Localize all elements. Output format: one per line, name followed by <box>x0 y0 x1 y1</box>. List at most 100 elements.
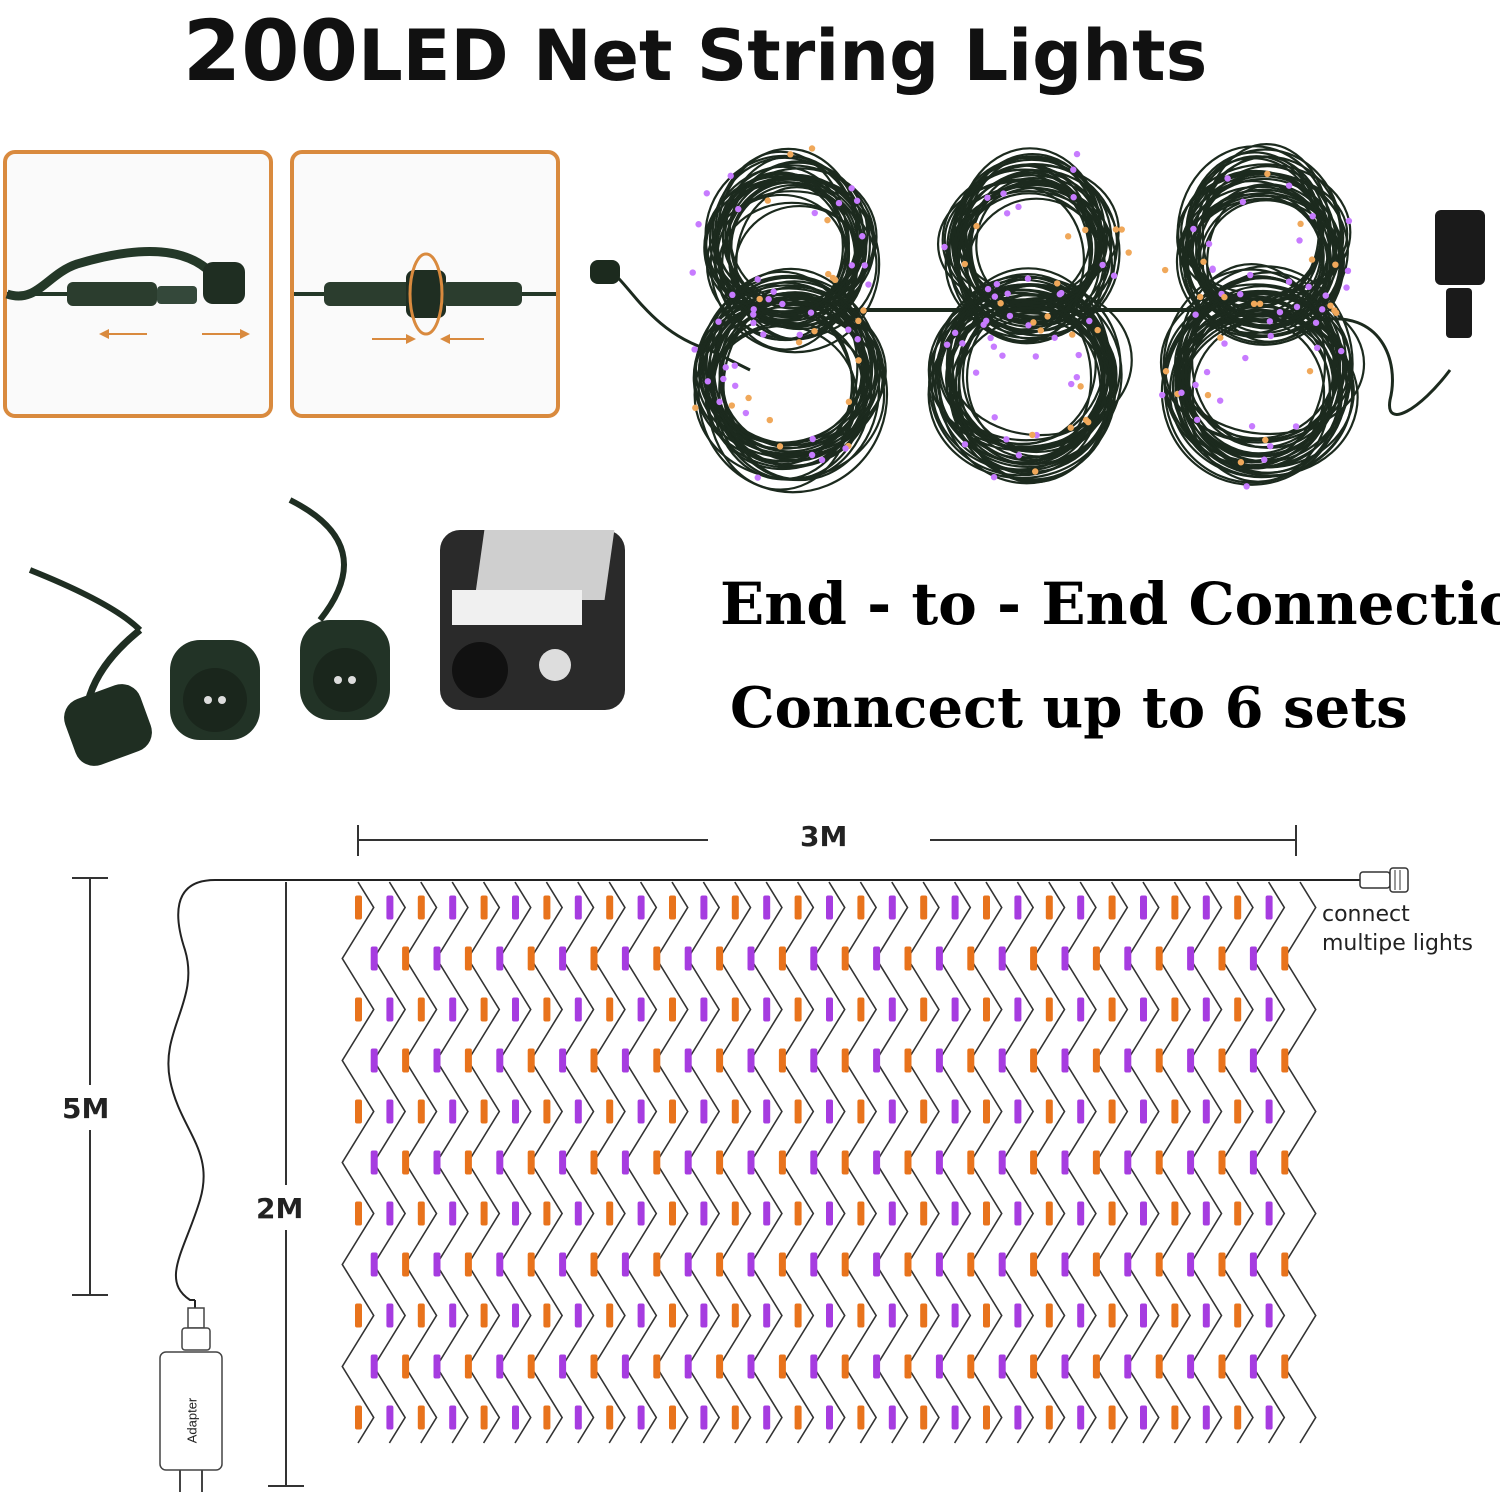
coil-bulb <box>703 190 710 197</box>
net-bulb <box>794 1201 802 1226</box>
net-bulb <box>1108 1201 1116 1226</box>
coil-bulb <box>855 317 862 325</box>
net-bulb <box>873 1048 881 1073</box>
net-bulb <box>1171 1201 1179 1226</box>
net-bulb <box>1030 1150 1038 1175</box>
coil-bulb <box>1203 368 1211 376</box>
net-bulb <box>1249 1354 1257 1379</box>
coil-loop <box>948 291 1093 464</box>
net-bulb <box>1092 1150 1100 1175</box>
net-bulb <box>684 1354 692 1379</box>
net-bulb <box>684 1252 692 1277</box>
net-bulb <box>747 1252 755 1277</box>
coil-bulb <box>1069 331 1076 338</box>
coil-loop <box>1176 263 1327 464</box>
net-bulb <box>904 946 912 971</box>
net-bulb <box>621 1150 629 1175</box>
net-bulb <box>1014 1201 1022 1226</box>
coil-bulb <box>1205 240 1213 248</box>
coil-loop <box>930 304 1113 472</box>
net-bulb <box>826 1099 833 1124</box>
net-bulb <box>857 1405 865 1430</box>
net-bulb <box>355 1099 362 1124</box>
net-bulb <box>402 1150 410 1175</box>
net-bulb <box>998 1048 1006 1073</box>
coil-loop <box>1175 185 1341 339</box>
net-bulb <box>967 1354 975 1379</box>
net-bulb <box>1077 1201 1085 1226</box>
net-bulb <box>935 1048 943 1073</box>
net-bulb <box>355 997 362 1022</box>
net-bulb <box>1281 1252 1289 1277</box>
net-bulb <box>1077 1303 1085 1328</box>
net-bulb <box>888 1099 896 1124</box>
net-bulb <box>1061 1150 1069 1175</box>
net-bulb <box>669 1201 676 1226</box>
net-bulb <box>763 1303 771 1328</box>
net-bulb <box>496 1150 504 1175</box>
net-bulb <box>402 1354 410 1379</box>
coil-bulb <box>716 398 723 406</box>
net-bulb <box>480 1099 488 1124</box>
net-bulb <box>857 1201 865 1226</box>
width-dimension-label: 3M <box>800 820 848 853</box>
coil-bulb <box>990 473 998 481</box>
net-bulb <box>826 1303 833 1328</box>
net-bulb <box>480 1405 488 1430</box>
net-bulb <box>1265 1303 1273 1328</box>
coil-bulb <box>1264 170 1271 178</box>
net-bulb <box>543 1099 551 1124</box>
net-bulb <box>543 997 551 1022</box>
net-bulb <box>1249 1150 1257 1175</box>
coil-bulb <box>1082 226 1089 234</box>
coil-loop <box>937 298 1116 442</box>
title-text: LED Net String Lights <box>358 15 1208 97</box>
net-bulb <box>1155 1048 1163 1073</box>
coil-bulb <box>1247 271 1254 279</box>
net-bulb <box>700 1099 708 1124</box>
coil-bulb <box>715 318 722 325</box>
coil-bulb <box>1193 416 1201 423</box>
net-bulb <box>1140 1201 1147 1226</box>
net-height-dimension-label: 2M <box>256 1192 304 1225</box>
coil-bulb <box>1073 150 1081 158</box>
net-bulb <box>590 1150 598 1175</box>
net-bulb <box>606 1099 614 1124</box>
net-bulb <box>496 1048 504 1073</box>
coil-bulb <box>1015 452 1023 459</box>
connect-note-line1: connect <box>1322 902 1410 927</box>
net-bulb <box>983 1201 990 1226</box>
net-bulb <box>433 1252 441 1277</box>
net-bulb <box>951 1099 959 1124</box>
net-bulb <box>716 1252 724 1277</box>
adapter-label-box: Adapter <box>178 1370 206 1470</box>
net-bulb <box>480 1303 488 1328</box>
connector-closed-photo <box>290 150 560 418</box>
net-bulb <box>810 1252 818 1277</box>
net-bulb <box>480 997 488 1022</box>
net-bulb <box>1140 997 1147 1022</box>
net-bulb <box>763 895 771 920</box>
net-bulb <box>417 1201 425 1226</box>
net-bulb <box>574 895 582 920</box>
net-bulb <box>527 946 535 971</box>
coil-bulb <box>765 295 772 303</box>
coil-bulb <box>776 443 784 450</box>
net-bulb <box>1108 1405 1116 1430</box>
net-bulbs <box>355 895 1289 1430</box>
net-bulb <box>543 895 551 920</box>
net-bulb <box>967 946 975 971</box>
net-bulb <box>826 997 833 1022</box>
net-bulb <box>417 895 425 920</box>
net-bulb <box>700 1405 708 1430</box>
net-bulb <box>778 1150 786 1175</box>
coil-loop <box>726 160 871 327</box>
net-bulb <box>1171 1099 1179 1124</box>
net-bulb <box>1045 1303 1053 1328</box>
net-bulb <box>1202 1099 1210 1124</box>
net-bulb <box>543 1201 551 1226</box>
net-bulb <box>1030 1354 1038 1379</box>
net-bulb <box>731 1099 739 1124</box>
coil-bulb <box>1086 317 1093 325</box>
net-bulb <box>794 1303 802 1328</box>
